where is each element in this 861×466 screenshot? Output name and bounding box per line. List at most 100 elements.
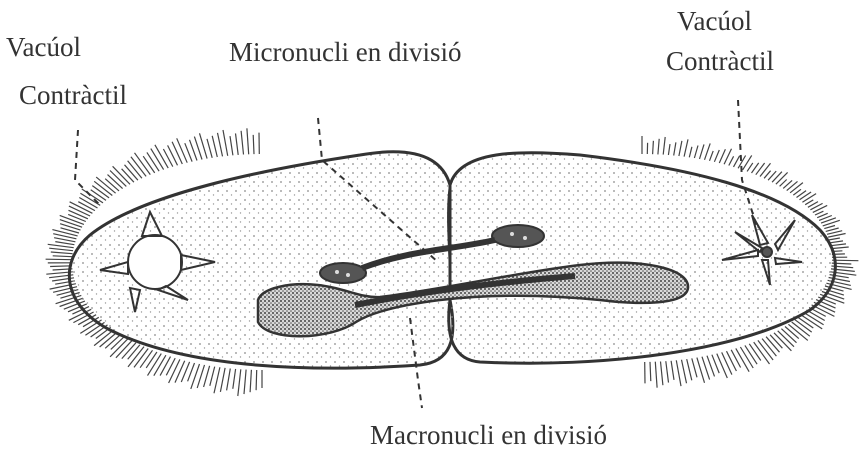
- cilium: [826, 228, 839, 231]
- cilium: [223, 130, 228, 156]
- cilium: [684, 139, 688, 156]
- cilium: [749, 344, 761, 361]
- cilium: [49, 248, 73, 251]
- cilium: [125, 165, 138, 180]
- cilium: [230, 136, 233, 155]
- cilium: [233, 369, 236, 389]
- cilium: [207, 139, 212, 158]
- cilium: [817, 213, 828, 217]
- cilium: [831, 247, 849, 249]
- cilium: [689, 147, 692, 158]
- cilium: [51, 252, 73, 254]
- cilium: [717, 354, 728, 378]
- cilium: [91, 190, 106, 201]
- cilium: [745, 345, 757, 364]
- cilium: [824, 226, 835, 229]
- cilium: [694, 146, 698, 159]
- cilium: [160, 357, 170, 376]
- cilium: [46, 259, 72, 260]
- cilium: [719, 149, 725, 163]
- cilium: [729, 156, 734, 165]
- cilium: [214, 367, 220, 393]
- cilium: [830, 241, 843, 243]
- cilium: [241, 131, 243, 155]
- cilium: [175, 361, 185, 383]
- cilium: [828, 234, 846, 238]
- cilium: [800, 192, 812, 200]
- cilium: [661, 362, 663, 386]
- label-vacuol-left-line2: Contràctil: [19, 80, 127, 111]
- cilium: [740, 347, 753, 368]
- cilium: [48, 244, 74, 247]
- cilium: [122, 169, 134, 182]
- cilium: [108, 175, 123, 189]
- cilium: [766, 337, 779, 353]
- cilium: [55, 242, 74, 245]
- cilium: [220, 368, 225, 392]
- label-micronucli: Micronucli en divisió: [229, 37, 461, 68]
- cilium: [210, 367, 215, 386]
- cilium: [734, 156, 740, 167]
- cilium: [815, 211, 823, 215]
- cilium: [143, 156, 155, 173]
- cilium: [227, 369, 231, 391]
- cilium: [760, 163, 771, 176]
- cilium: [663, 137, 665, 155]
- cilium: [679, 141, 682, 156]
- cilium: [151, 149, 164, 170]
- cilium: [68, 214, 86, 221]
- cilium: [60, 220, 82, 228]
- cilium: [727, 351, 737, 371]
- cilium: [780, 180, 787, 187]
- cilium: [172, 142, 182, 164]
- cilium: [238, 369, 241, 396]
- cilium: [747, 163, 753, 172]
- cilium: [163, 149, 172, 167]
- cilium: [831, 244, 846, 246]
- cilium: [687, 359, 692, 380]
- cilium: [668, 144, 670, 155]
- cilium: [111, 337, 125, 350]
- label-vacuol-right-line2: Contràctil: [666, 46, 774, 77]
- cilium: [793, 189, 801, 195]
- cilium: [722, 352, 732, 374]
- cilium: [177, 138, 188, 162]
- cilium: [653, 141, 654, 154]
- cilium: [781, 329, 796, 343]
- cilium: [236, 133, 239, 155]
- cilium: [212, 136, 217, 157]
- cilium: [776, 172, 788, 184]
- label-macronucli: Macronucli en divisió: [370, 420, 607, 451]
- cilium: [827, 231, 842, 235]
- cilium: [169, 359, 180, 383]
- cilium: [770, 335, 782, 348]
- cilium: [204, 366, 210, 387]
- cilium: [764, 171, 771, 179]
- cilium: [700, 144, 705, 159]
- cilium: [658, 139, 659, 155]
- cilium: [731, 350, 740, 368]
- cilium: [105, 179, 119, 191]
- cilium: [168, 145, 178, 165]
- cilium: [244, 370, 246, 395]
- cilium: [247, 128, 249, 154]
- cilium: [705, 143, 711, 159]
- cilium: [736, 348, 749, 371]
- cilium: [671, 361, 674, 380]
- cilium: [666, 361, 669, 382]
- cilium: [805, 200, 813, 205]
- cilium: [813, 205, 827, 212]
- cilium: [122, 343, 136, 359]
- cilium: [253, 135, 254, 154]
- cilium: [69, 210, 88, 219]
- cilium: [134, 349, 148, 368]
- label-vacuol-left-line1: Vacúol: [6, 32, 81, 63]
- cilium: [655, 362, 657, 388]
- cilium: [710, 151, 714, 161]
- cilium: [674, 142, 676, 155]
- cilium: [147, 152, 159, 171]
- cilium: [676, 360, 681, 386]
- cilium: [714, 150, 719, 162]
- cilium: [790, 183, 803, 193]
